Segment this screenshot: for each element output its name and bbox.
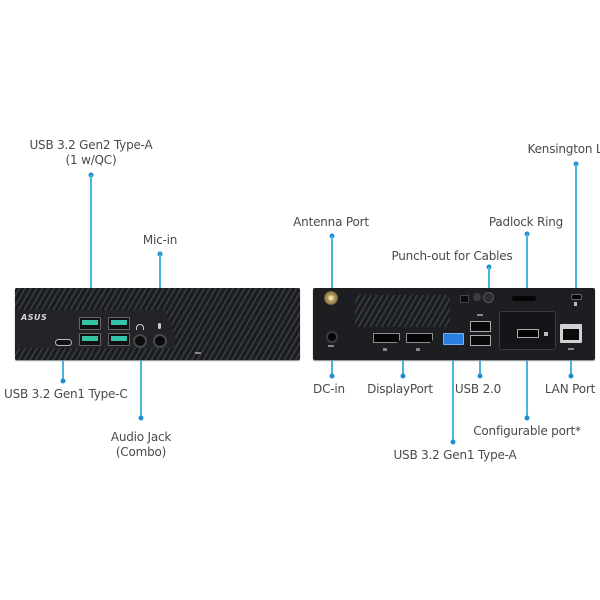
usb-3-type-a-port — [443, 333, 464, 345]
configurable-port-module — [499, 311, 556, 350]
label-line: USB 2.0 — [454, 382, 502, 396]
label-line: Audio Jack — [110, 430, 172, 444]
callout-line — [575, 164, 577, 298]
label-line: DC-in — [313, 382, 345, 396]
callout-line — [452, 345, 454, 442]
antenna-port — [324, 291, 338, 305]
displayport-icon — [383, 348, 387, 351]
rear-panel-device — [313, 288, 595, 360]
label-mic-in: Mic-in — [142, 233, 178, 248]
callout-line — [140, 345, 142, 418]
callout-dot — [450, 439, 456, 445]
model-label — [195, 352, 201, 354]
kensington-lock-slot — [571, 294, 582, 300]
callout-line — [331, 236, 333, 298]
asus-logo: ASUS — [21, 313, 48, 322]
lock-icon — [574, 302, 577, 306]
label-punch-out: Punch-out for Cables — [391, 249, 512, 264]
lan-port — [560, 324, 582, 343]
audio-jack-port — [133, 334, 147, 348]
mic-in-port — [153, 334, 167, 348]
front-panel-device: ASUS — [15, 288, 300, 360]
configurable-port — [517, 329, 539, 338]
label-line: Padlock Ring — [488, 215, 564, 229]
usb-type-a-port — [108, 317, 130, 330]
label-line: Mic-in — [142, 233, 178, 247]
label-line: LAN Port — [544, 382, 596, 396]
callout-dot — [568, 373, 574, 379]
label-line: USB 3.2 Gen1 Type-C — [4, 387, 128, 401]
displayport-port — [373, 333, 400, 343]
label-lan-port: LAN Port — [545, 382, 595, 397]
label-configurable-port: Configurable port* — [473, 424, 581, 439]
usb-type-a-port — [108, 333, 130, 346]
usb-type-c-port — [55, 339, 72, 346]
punch-out-cables — [483, 292, 494, 303]
label-displayport: DisplayPort — [367, 382, 433, 397]
label-line: Antenna Port — [293, 215, 369, 229]
displayport-icon — [416, 348, 420, 351]
callout-line — [90, 175, 92, 303]
punch-out-square — [460, 295, 469, 303]
label-usb-gen1-type-c: USB 3.2 Gen1 Type-C — [4, 387, 128, 402]
callout-line — [159, 254, 161, 310]
label-line: Kensington Lock — [527, 142, 600, 156]
microphone-icon — [158, 323, 161, 329]
hdmi-icon — [544, 332, 548, 336]
callout-line — [62, 345, 64, 381]
dc-in-port — [326, 331, 338, 343]
callout-line — [331, 345, 333, 376]
usb-2-port — [470, 321, 491, 332]
label-padlock-ring: Padlock Ring — [489, 215, 563, 230]
label-line: DisplayPort — [367, 382, 433, 396]
label-dc-in: DC-in — [313, 382, 345, 397]
usb-icon — [477, 314, 483, 316]
punch-out-circle — [473, 293, 481, 301]
callout-dot — [138, 415, 144, 421]
callout-dot — [477, 373, 483, 379]
label-kensington-lock: Kensington Lock — [528, 142, 600, 157]
callout-line — [526, 340, 528, 418]
displayport-port — [406, 333, 433, 343]
callout-dot — [400, 373, 406, 379]
callout-dot — [60, 378, 66, 384]
label-line: Configurable port* — [473, 424, 581, 438]
vent-pattern — [355, 295, 450, 327]
dc-in-icon — [328, 345, 334, 347]
callout-line — [488, 267, 490, 299]
label-usb-2: USB 2.0 — [455, 382, 501, 397]
label-line: USB 3.2 Gen1 Type-A — [393, 448, 517, 462]
usb-type-a-port — [79, 317, 101, 330]
label-line: (Combo) — [115, 445, 167, 459]
label-line: USB 3.2 Gen2 Type-A — [29, 138, 153, 152]
callout-line — [526, 234, 528, 296]
label-usb-gen2-type-a: USB 3.2 Gen2 Type-A (1 w/QC) — [29, 138, 152, 168]
callout-line — [570, 345, 572, 376]
label-line: (1 w/QC) — [65, 153, 117, 167]
padlock-ring — [512, 296, 536, 301]
label-audio-jack: Audio Jack (Combo) — [110, 430, 172, 460]
usb-type-a-port — [79, 333, 101, 346]
lan-socket — [563, 329, 579, 340]
headphone-icon — [136, 324, 144, 330]
network-icon — [568, 348, 574, 350]
label-line: Punch-out for Cables — [391, 249, 513, 263]
callout-dot — [329, 373, 335, 379]
label-usb-gen1-type-a: USB 3.2 Gen1 Type-A — [393, 448, 516, 463]
callout-line — [479, 345, 481, 376]
usb-2-port — [470, 335, 491, 346]
callout-dot — [524, 415, 530, 421]
label-antenna-port: Antenna Port — [293, 215, 369, 230]
